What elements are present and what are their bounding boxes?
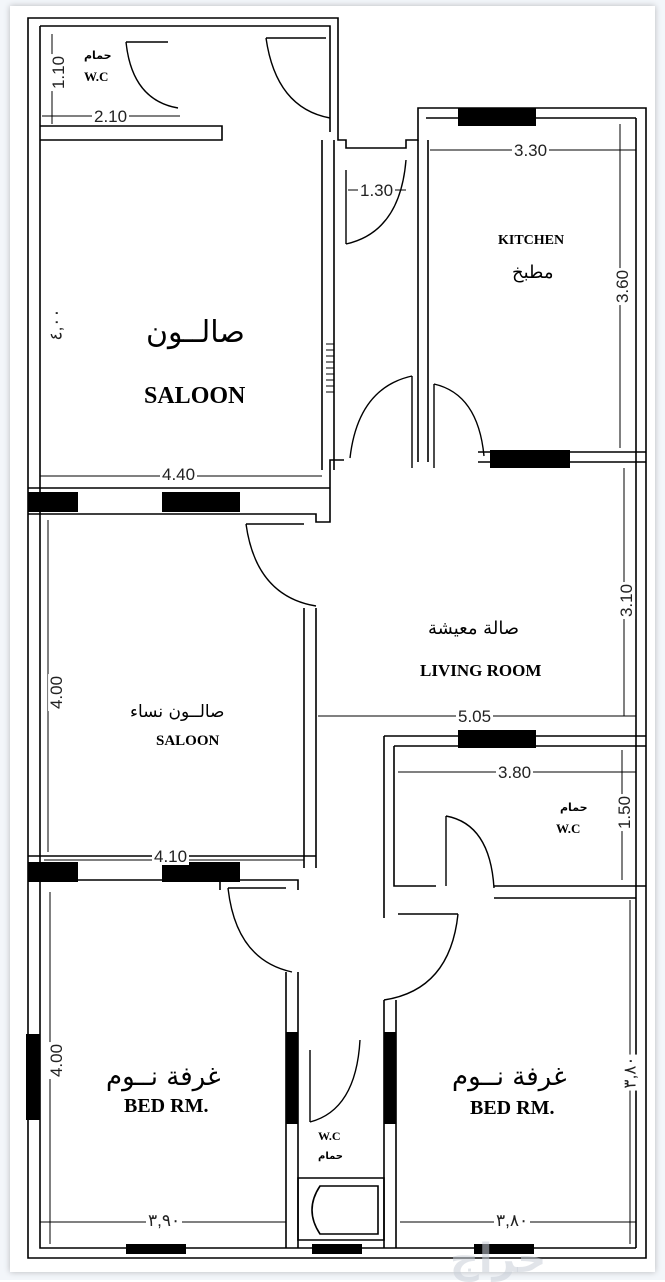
dim-label: ٣,٨٠ [620,1054,640,1091]
dim-label: ٣,٩٠ [146,1211,183,1230]
dim-label: 4.00 [47,673,67,712]
wall-women-saloon-right [303,608,317,868]
dim-label: 4.00 [47,1041,67,1080]
window [28,862,78,882]
women-saloon-label-en: SALOON [156,733,220,749]
wall-saloon-bottom [28,459,344,523]
bed-right-label-ar: غرفة نــوم [452,1062,567,1092]
dim-label: 2.10 [92,107,130,126]
living-label-ar: صالة معيشة [428,618,520,639]
door-swing [345,159,407,245]
window [28,492,78,512]
wall-bath-col [285,972,397,1248]
wall-kitchen-left [417,140,429,462]
dim-label: 3.30 [512,141,550,160]
window [490,450,570,468]
watermark-logo: حراج [450,1236,547,1282]
door-swing [227,887,293,973]
window [312,1244,362,1254]
dim-label: 3.80 [496,763,534,782]
kitchen-label-en: KITCHEN [498,233,565,248]
door-swing [309,1039,361,1123]
saloon-label-ar: صالــون [146,315,245,350]
window [162,492,240,512]
door-swing [349,375,413,468]
wall-saloon-right [321,140,335,470]
kitchen-label-ar: مطبخ [512,262,554,283]
window [162,862,240,882]
door-swing [125,41,179,109]
window [458,730,536,748]
door-swing [245,523,317,607]
dim-label: 1.30 [358,181,396,200]
bathtub-inner [311,1185,379,1235]
window [458,108,536,126]
dim-label: ٣,٨٠ [494,1211,531,1230]
saloon-label-en: SALOON [144,383,246,409]
wc-top-label-ar: حمام [84,49,112,62]
window [286,1032,298,1124]
dim-label: 1.50 [615,793,635,832]
living-label-en: LIVING ROOM [420,661,542,680]
dim-label: ٤,٠٠ [46,306,66,343]
door-swing [433,383,485,468]
dim-label: 5.05 [456,707,494,726]
window [126,1244,186,1254]
dim-label: 4.40 [160,465,198,484]
women-saloon-label-ar: صالــون نساء [130,702,225,722]
wc-right-label-ar: حمام [560,801,588,814]
wardrobe-marks [326,343,334,393]
wc-bottom-label-ar: حمام [318,1151,343,1162]
door-swing [445,815,495,889]
window [474,1244,534,1254]
outer-wall-inner [39,25,637,1249]
window [384,1032,396,1124]
bathtub [297,1177,385,1241]
dim-label: 3.10 [617,581,637,620]
bed-right-label-en: BED RM. [470,1097,555,1119]
outer-wall [27,17,647,1259]
dim-label: 3.60 [613,267,633,306]
wc-top-label-en: W.C [84,69,109,84]
wall-wc-top [40,125,223,141]
door-swing [383,913,459,1001]
bed-left-label-ar: غرفة نــوم [106,1062,221,1092]
bed-left-label-en: BED RM. [124,1095,209,1117]
window [26,1034,40,1120]
dim-label: 4.10 [152,847,190,866]
wc-bottom-label-en: W.C [318,1129,341,1143]
wc-right-label-en: W.C [556,821,581,836]
floor-plan-sheet [10,6,655,1272]
dim-label: 1.10 [49,53,69,92]
door-swing [265,37,331,119]
